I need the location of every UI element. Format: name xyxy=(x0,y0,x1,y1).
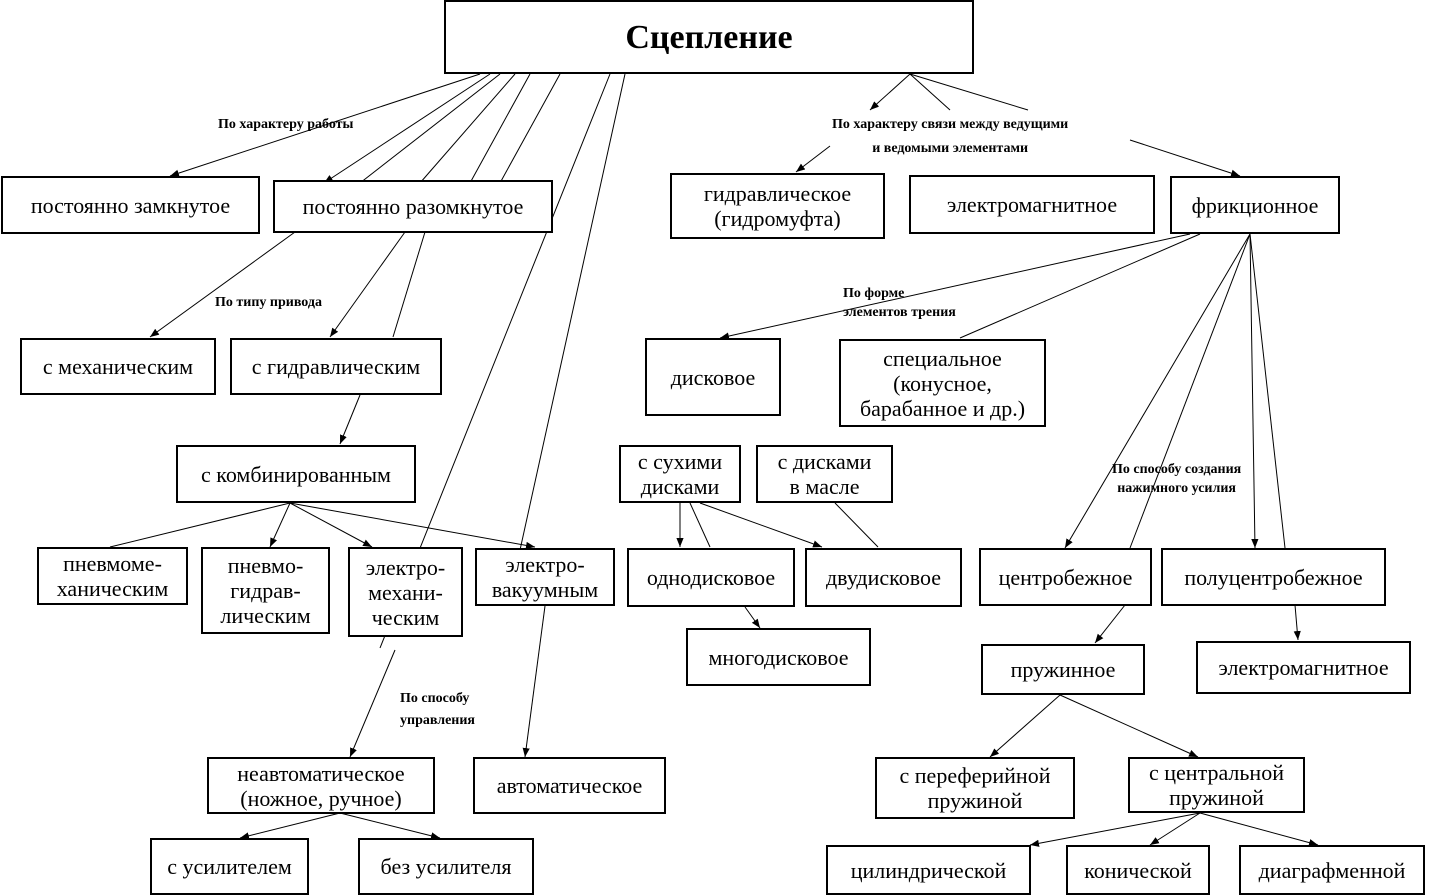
node-dry-disks: с сухими дисками xyxy=(619,445,741,503)
node-cylindrical: цилиндрической xyxy=(826,845,1031,895)
node-peripheral-spring: с переферийной пружиной xyxy=(875,757,1075,819)
label-by-friction-shape: По форме элементов трения xyxy=(843,286,956,320)
node-nonautomatic: неавтоматическое (ножное, ручное) xyxy=(207,757,435,814)
node-diaphragm: диаграфменной xyxy=(1239,845,1425,895)
label-by-pressure: По способу создания нажимного усилия xyxy=(1112,462,1242,496)
node-hydraulic-coupling: гидравлическое (гидромуфта) xyxy=(670,173,885,239)
node-perm-closed: постоянно замкнутое xyxy=(1,176,260,234)
node-special: специальное (конусное, барабанное и др.) xyxy=(839,339,1046,427)
node-perm-open: постоянно разомкнутое xyxy=(273,180,553,233)
node-with-amp: с усилителем xyxy=(150,838,309,895)
node-conical: конической xyxy=(1066,845,1210,895)
node-oil-disks: с дисками в масле xyxy=(756,445,893,503)
node-friction: фрикционное xyxy=(1170,176,1340,234)
node-central-spring: с центральной пружиной xyxy=(1128,757,1305,813)
node-pneumohydr: пневмо- гидрав- лическим xyxy=(201,547,330,634)
root-node: Сцепление xyxy=(444,0,974,74)
node-single-disk: однодисковое xyxy=(627,548,795,607)
label-by-connection: По характеру связи между ведущими и ведо… xyxy=(832,117,1069,156)
label-by-drive: По типу привода xyxy=(215,295,322,310)
node-spring: пружинное xyxy=(981,644,1145,695)
node-electromagnetic2: электромагнитное xyxy=(1196,641,1411,694)
node-disk: дисковое xyxy=(645,338,781,416)
node-semicentrifugal: полуцентробежное xyxy=(1161,548,1386,606)
node-without-amp: без усилителя xyxy=(358,838,534,895)
label-by-control: По способу управления xyxy=(400,691,476,728)
node-multi-disk: многодисковое xyxy=(686,628,871,686)
node-automatic: автоматическое xyxy=(473,757,666,814)
node-electrovac: электро- вакуумным xyxy=(475,548,615,606)
node-double-disk: двудисковое xyxy=(805,548,962,607)
node-hydraulic: с гидравлическим xyxy=(230,338,442,395)
node-centrifugal: центробежное xyxy=(979,548,1152,606)
node-mechanical: с механическим xyxy=(20,338,216,395)
node-pneumomech: пневмоме- ханическим xyxy=(37,547,188,605)
node-electromagnetic: электромагнитное xyxy=(909,175,1155,234)
node-combined: с комбинированным xyxy=(176,445,416,503)
label-by-operation: По характеру работы xyxy=(218,117,354,132)
node-electromech: электро- механи- ческим xyxy=(348,547,463,637)
